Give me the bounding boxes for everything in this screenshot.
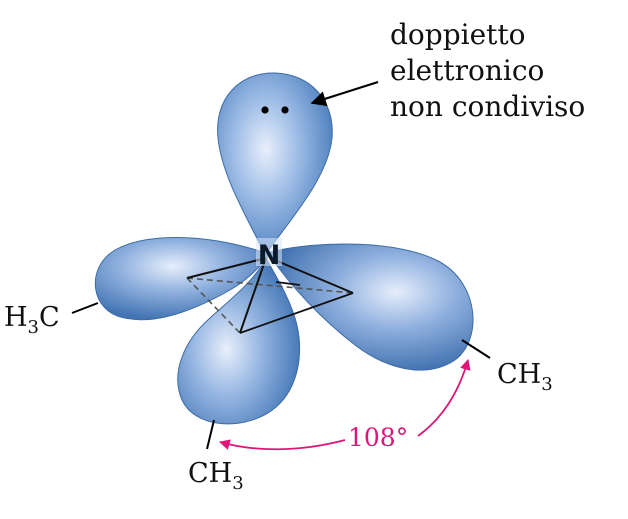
orbital-lobe-left	[94, 237, 269, 321]
bond-bottom	[206, 419, 215, 450]
bond-angle-arc	[218, 439, 346, 451]
orbital-lobe-right	[269, 243, 474, 371]
bond-angle-label: 108°	[348, 423, 408, 452]
pyramid-base-solid	[239, 281, 354, 334]
pyramid-base-dashed	[186, 277, 354, 334]
label-ch3-bottom: CH3	[188, 458, 244, 494]
bond-right	[461, 339, 491, 359]
pyramid-edges	[186, 257, 354, 334]
lone-pair-electron	[281, 106, 289, 114]
orbital-lobe-lone-pair	[217, 72, 333, 256]
atom-nitrogen: N	[258, 240, 281, 271]
annotation-arrow	[310, 80, 379, 107]
orbital-lobe-bottom	[177, 256, 301, 425]
bond-angle-arc	[417, 358, 471, 437]
label-ch3-right: CH3	[497, 359, 553, 395]
lone-pair-electron	[261, 106, 269, 114]
annotation-line-3: non condiviso	[390, 90, 585, 123]
annotation-line-1: doppietto	[390, 18, 526, 51]
label-h3c: H3C	[4, 302, 60, 338]
bond-left	[71, 302, 99, 314]
annotation-line-2: elettronico	[390, 54, 544, 87]
